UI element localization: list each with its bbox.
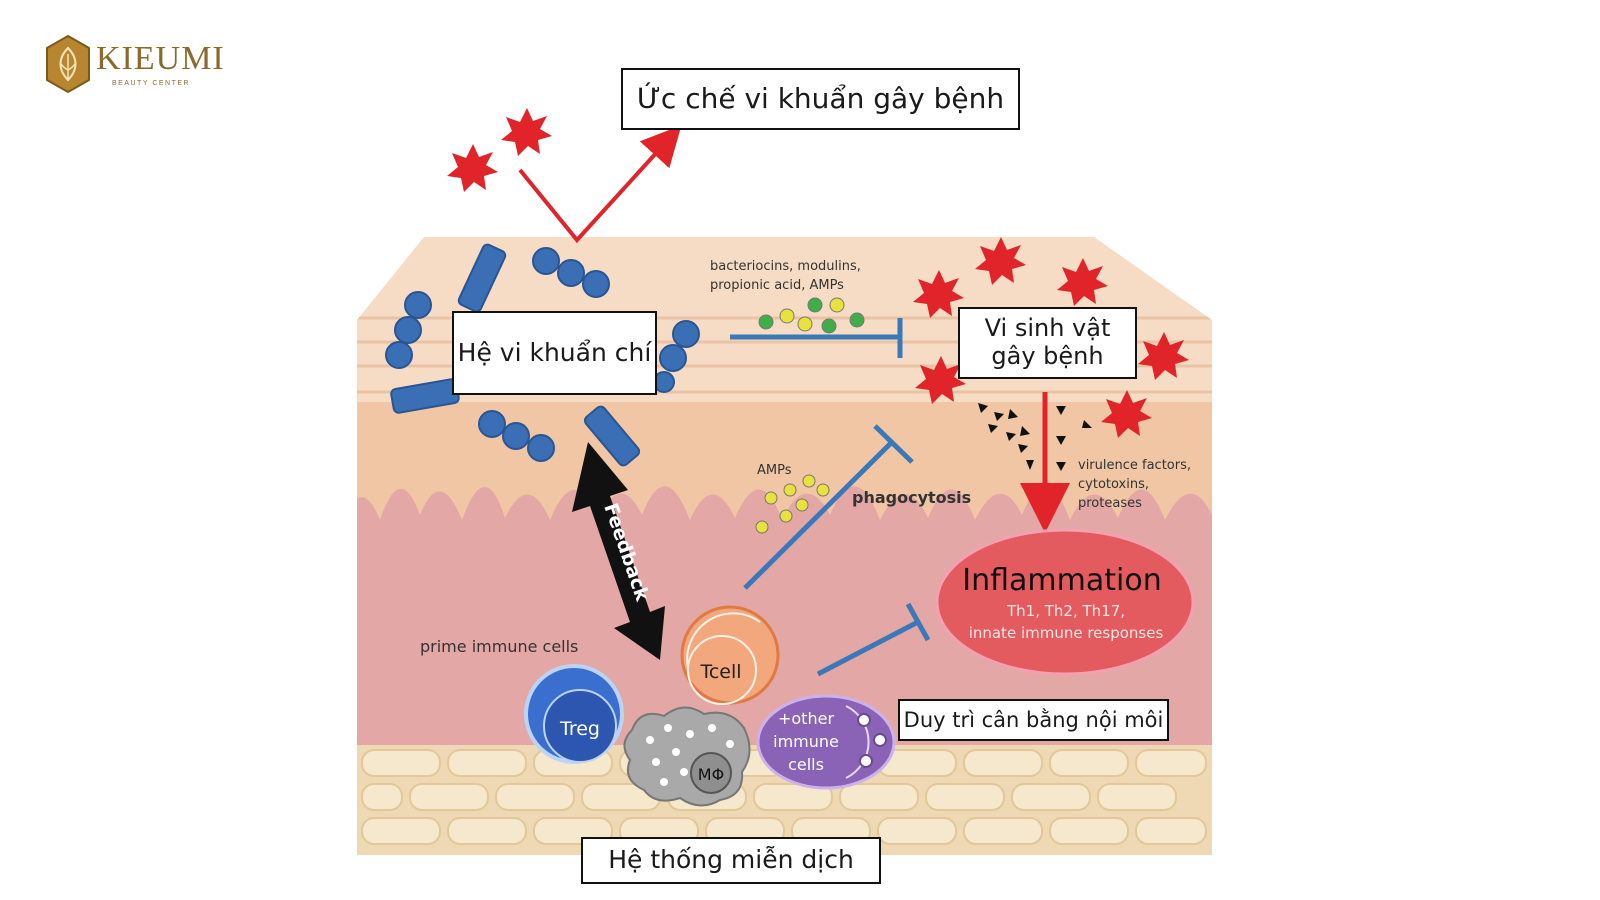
amps-dots bbox=[755, 474, 830, 534]
logo-wordmark: KIEUMI bbox=[96, 40, 225, 77]
amps-label: AMPs bbox=[757, 463, 792, 478]
virulence-label-1: virulence factors, bbox=[1078, 458, 1191, 473]
secreted-label-1: bacteriocins, modulins, bbox=[710, 259, 861, 274]
inhibit-red-arrow bbox=[518, 125, 682, 244]
other-cells-label-1: +other bbox=[778, 709, 834, 728]
tcell: Tcell bbox=[680, 605, 780, 705]
callout-pathogen-line-1: Vi sinh vật bbox=[984, 314, 1111, 343]
inhibition-lines bbox=[730, 318, 931, 677]
secreted-label-2: propionic acid, AMPs bbox=[710, 278, 844, 293]
logo-tagline: BEAUTY CENTER bbox=[112, 80, 191, 87]
callout-pathogen-line-2: gây bệnh bbox=[991, 342, 1104, 370]
kieumi-logo: KIEUMI BEAUTY CENTER bbox=[44, 34, 224, 94]
prime-immune-cells-label: prime immune cells bbox=[420, 637, 578, 656]
callout-microbiota: Hệ vi khuẩn chí bbox=[452, 311, 657, 395]
virulence-label-3: proteases bbox=[1078, 496, 1142, 511]
callout-immune-system: Hệ thống miễn dịch bbox=[581, 837, 881, 884]
treg-cell: Treg bbox=[524, 664, 624, 764]
virulence-label-2: cytotoxins, bbox=[1078, 477, 1149, 492]
phagocytosis-label: phagocytosis bbox=[852, 488, 971, 507]
treg-label: Treg bbox=[559, 718, 600, 740]
pathogens bbox=[447, 108, 1189, 438]
tcell-label: Tcell bbox=[699, 661, 741, 683]
macrophage-label: MΦ bbox=[698, 765, 724, 784]
callout-inhibit-pathogens: Ức chế vi khuẩn gây bệnh bbox=[621, 68, 1020, 130]
other-immune-cells: +other immune cells bbox=[756, 694, 896, 790]
callout-pathogenic-microbes: Vi sinh vật gây bệnh bbox=[958, 307, 1137, 379]
inflammation-sub-1: Th1, Th2, Th17, bbox=[1006, 602, 1125, 620]
inflammation-title: Inflammation bbox=[962, 563, 1161, 598]
virulence-triangles bbox=[978, 403, 1092, 471]
other-cells-label-3: cells bbox=[788, 755, 824, 774]
macrophage-cell: MΦ bbox=[623, 706, 751, 807]
inflammation-ellipse bbox=[935, 528, 1195, 676]
other-cells-label-2: immune bbox=[773, 732, 839, 751]
callout-homeostasis: Duy trì cân bằng nội môi bbox=[898, 699, 1169, 741]
logo-emblem-icon bbox=[46, 34, 90, 94]
metabolite-dots bbox=[758, 297, 865, 334]
inflammation-sub-2: innate immune responses bbox=[969, 624, 1164, 642]
